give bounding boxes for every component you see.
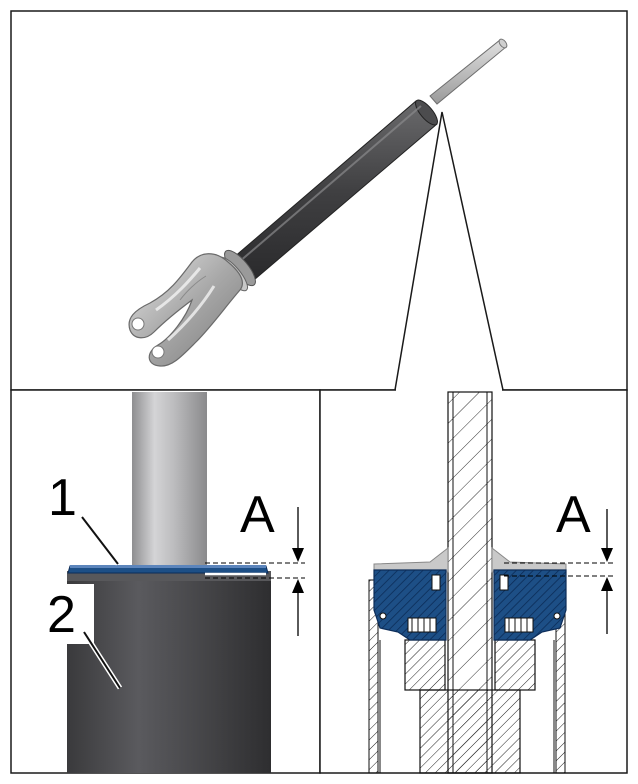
detail-rod [132,392,207,568]
cross-section: A [368,391,615,774]
detail-tube [67,571,271,773]
detail-photo: 1 2 A [12,392,305,773]
fork-casting [128,253,243,367]
fork-leg-illustration [128,38,508,367]
dimension-label-right: A [556,486,591,544]
bushing-left [404,639,446,691]
dimension-label-left: A [240,486,275,544]
part-label-2: 2 [47,586,76,644]
bushing-right [494,639,536,691]
part-label-1: 1 [48,469,77,527]
